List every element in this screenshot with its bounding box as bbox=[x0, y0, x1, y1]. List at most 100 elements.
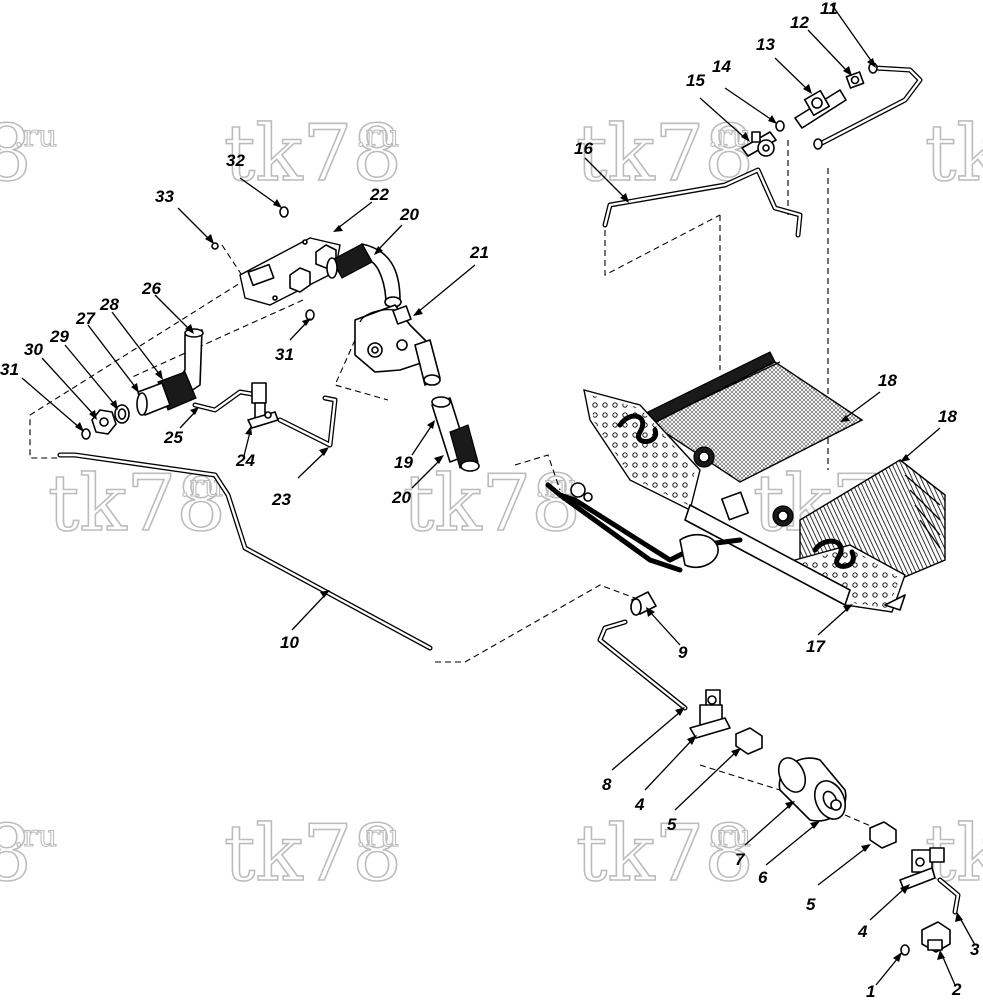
callout-label: 16 bbox=[574, 139, 593, 158]
part-32-oring bbox=[279, 206, 289, 218]
dash-line-20-lower bbox=[514, 454, 561, 491]
part-5-fitting-lower bbox=[869, 821, 897, 849]
watermark-sup: .ru bbox=[356, 819, 399, 854]
watermark-fragment-main: 8 bbox=[0, 809, 32, 899]
watermark-main: tk78 bbox=[48, 459, 226, 549]
callout-label: 12 bbox=[790, 13, 809, 32]
part-16-tube bbox=[602, 167, 803, 238]
part-21-valve bbox=[354, 304, 441, 386]
watermark-fragment-main: tk bbox=[925, 109, 983, 199]
callout-label: 13 bbox=[756, 35, 775, 54]
part-27-fitting bbox=[136, 382, 171, 416]
part-19-hose-lower bbox=[431, 396, 480, 472]
watermark-top-center: tk78 .ru bbox=[223, 108, 402, 200]
callout-label: 18 bbox=[938, 407, 957, 426]
callout-label: 4 bbox=[634, 795, 645, 814]
part-7-filter bbox=[777, 757, 847, 822]
callout-label: 21 bbox=[469, 243, 489, 262]
part-14-ring bbox=[775, 120, 785, 132]
watermark-main: tk78 bbox=[576, 809, 754, 899]
part-31-oring-upper bbox=[305, 309, 315, 321]
watermark-bottom-center: tk78 .ru bbox=[223, 808, 402, 900]
dash-line-10-to-9 bbox=[435, 584, 641, 663]
callout-label: 11 bbox=[820, 0, 838, 18]
callout-label: 8 bbox=[602, 775, 612, 794]
callout-label: 31 bbox=[0, 360, 19, 379]
part-4-tee-upper bbox=[689, 689, 731, 739]
dash-line-valve-21 bbox=[334, 339, 389, 401]
callout-label: 14 bbox=[712, 57, 731, 76]
callout-label: 10 bbox=[280, 633, 299, 652]
part-4-tee-lower bbox=[899, 847, 945, 891]
callout-label: 5 bbox=[667, 815, 677, 834]
callout-leaders bbox=[21, 4, 976, 986]
watermark-sup: .ru bbox=[356, 119, 399, 154]
part-12-clamp bbox=[845, 71, 865, 89]
callout-label: 33 bbox=[155, 187, 174, 206]
part-22-bracket bbox=[239, 237, 341, 306]
part-13-tee bbox=[794, 89, 847, 129]
callout-label: 26 bbox=[141, 279, 161, 298]
part-10-tube bbox=[57, 452, 433, 651]
watermark-fragment-main: 8 bbox=[0, 109, 32, 199]
callout-label: 30 bbox=[24, 340, 43, 359]
watermarks: 8 .ru tk78 .ru tk78 .ru tk tk78 .ru tk78… bbox=[0, 108, 983, 900]
part-11-tube bbox=[813, 62, 923, 150]
part-23-tube bbox=[277, 395, 338, 448]
callout-label: 25 bbox=[163, 428, 183, 447]
part-6-filter-outlet bbox=[830, 799, 842, 811]
part-5-fitting-upper bbox=[735, 727, 763, 755]
callout-label: 5 bbox=[806, 895, 816, 914]
part-8-tube bbox=[597, 619, 688, 711]
watermark-fragment-sup: .ru bbox=[14, 819, 57, 854]
dash-line-bracket-hose bbox=[129, 299, 304, 379]
watermark-fragment-sup: .ru bbox=[14, 119, 57, 154]
callout-label: 18 bbox=[878, 371, 897, 390]
part-20-elbow-upper bbox=[326, 243, 402, 308]
part-24-tee bbox=[247, 382, 279, 429]
callout-label: 20 bbox=[399, 205, 419, 224]
watermark-top-left-fragment: 8 .ru bbox=[0, 108, 58, 200]
callout-label: 15 bbox=[686, 71, 705, 90]
watermark-sup: .ru bbox=[708, 819, 751, 854]
part-30-nut bbox=[91, 409, 117, 435]
part-3-tube bbox=[937, 877, 961, 915]
callout-label: 3 bbox=[970, 940, 980, 959]
callout-label: 23 bbox=[271, 490, 291, 509]
callout-label: 9 bbox=[678, 643, 688, 662]
watermark-bottom-left-fragment: 8 .ru bbox=[0, 808, 58, 900]
part-9-fitting bbox=[630, 591, 657, 616]
callout-label: 17 bbox=[806, 637, 826, 656]
part-2-fitting bbox=[921, 921, 951, 953]
watermark-bottom-right: tk78 .ru bbox=[575, 808, 754, 900]
watermark-top-far-right: tk bbox=[924, 108, 983, 200]
dash-line-filter bbox=[699, 764, 781, 791]
watermark-mid-left: tk78 .ru bbox=[47, 458, 226, 550]
assembly-dashed-lines bbox=[29, 140, 936, 946]
watermark-main: tk78 bbox=[224, 109, 402, 199]
callout-label: 28 bbox=[99, 295, 119, 314]
part-1-oring bbox=[900, 944, 910, 956]
watermark-main: tk78 bbox=[403, 459, 581, 549]
callout-label: 2 bbox=[951, 980, 962, 999]
part-25-tube bbox=[192, 389, 261, 413]
callout-label: 31 bbox=[275, 345, 294, 364]
callout-label: 27 bbox=[75, 309, 96, 328]
part-31-oring-lower bbox=[81, 428, 91, 440]
watermark-main: tk78 bbox=[224, 809, 402, 899]
callout-label: 6 bbox=[758, 868, 768, 887]
dash-line-bracket-left bbox=[29, 244, 246, 459]
callout-label: 19 bbox=[394, 453, 413, 472]
callout-label: 7 bbox=[735, 850, 746, 869]
callout-label: 4 bbox=[857, 922, 868, 941]
part-15-valve bbox=[741, 131, 777, 157]
part-33-oring bbox=[211, 242, 219, 250]
callout-label: 29 bbox=[49, 327, 69, 346]
part-29-ring-inner bbox=[117, 408, 127, 420]
part-17-exchanger bbox=[583, 389, 906, 613]
callout-label: 22 bbox=[369, 185, 389, 204]
callout-label: 20 bbox=[391, 488, 411, 507]
part-17-hose bbox=[545, 482, 743, 573]
